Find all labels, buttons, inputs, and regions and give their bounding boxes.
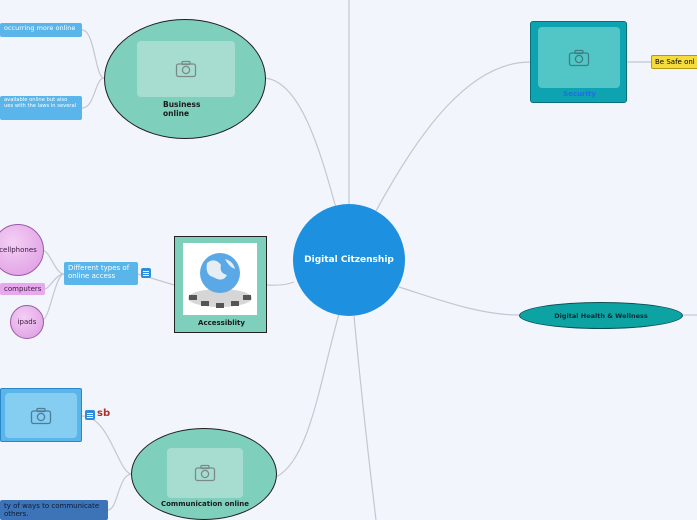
topic-communication-label: Communication online: [160, 500, 250, 508]
image-placeholder: [538, 27, 620, 88]
image-placeholder: [137, 41, 235, 97]
topic-accessibility[interactable]: Accessiblity: [174, 236, 267, 333]
image-placeholder: [5, 393, 77, 438]
topic-digital-health[interactable]: Digital Health & Wellness: [519, 302, 683, 329]
security-tag-be-safe[interactable]: Be Safe onl: [651, 55, 697, 69]
topic-digital-health-label: Digital Health & Wellness: [554, 311, 648, 320]
camera-icon: [194, 464, 216, 482]
topic-security[interactable]: Security: [530, 21, 627, 103]
access-item-label: cellphones: [0, 246, 37, 254]
globe-network-icon: [188, 253, 252, 308]
camera-icon: [30, 407, 52, 424]
topic-security-label: Security: [563, 90, 596, 98]
access-item-cellphones[interactable]: cellphones: [0, 224, 44, 276]
communication-note-bottom[interactable]: ty of ways to communicate others.: [0, 500, 108, 520]
topic-communication-online[interactable]: Communication online: [131, 428, 277, 520]
accessibility-branch-note[interactable]: Different types of online access: [64, 262, 138, 285]
central-topic-label: Digital Citzenship: [304, 255, 394, 265]
sb-label[interactable]: sb: [97, 408, 111, 419]
access-item-computers[interactable]: computers: [0, 283, 46, 295]
notes-icon[interactable]: [141, 268, 151, 278]
topic-business-label: Business online: [163, 100, 201, 118]
camera-icon: [175, 60, 197, 78]
security-tag-label: Be Safe onl: [655, 58, 695, 66]
access-item-ipads[interactable]: ipads: [10, 305, 44, 339]
access-item-label: computers: [4, 285, 42, 293]
globe-network-image: [183, 243, 257, 315]
communication-image-node[interactable]: [0, 388, 82, 442]
topic-business-online[interactable]: Business online: [104, 19, 266, 139]
business-note-bottom[interactable]: available online but also ues with the l…: [0, 96, 82, 120]
notes-icon[interactable]: [85, 410, 95, 420]
central-topic[interactable]: Digital Citzenship: [293, 204, 405, 316]
image-placeholder: [167, 448, 243, 498]
access-item-label: ipads: [17, 318, 37, 326]
camera-icon: [568, 49, 590, 66]
business-note-top[interactable]: occurring more online: [0, 23, 82, 37]
topic-accessibility-label: Accessiblity: [198, 319, 245, 327]
